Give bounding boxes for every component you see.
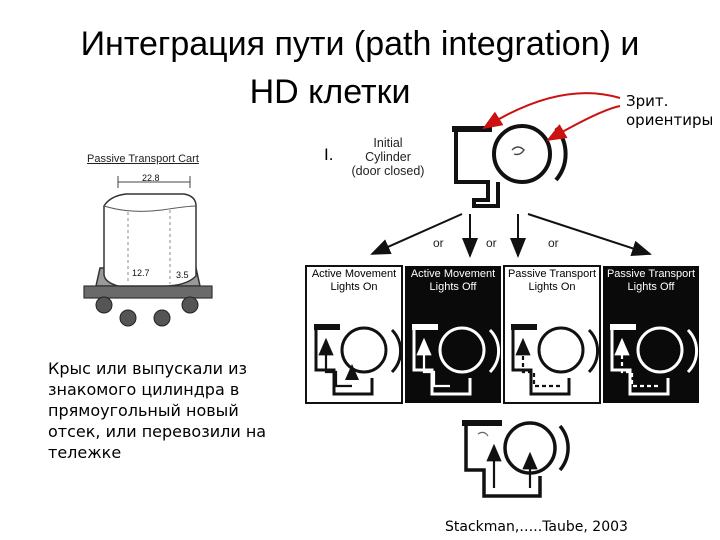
or-label-1: or	[433, 236, 444, 250]
wheel	[181, 296, 199, 314]
cart-title: Passive Transport Cart	[87, 153, 199, 165]
condition-label-1-line-2: Lights On	[330, 281, 378, 293]
wheel	[153, 309, 171, 327]
cart-dimension-height: 3.5	[176, 270, 189, 280]
initial-cylinder-line-1: Initial	[373, 136, 403, 150]
bottom-apparatus	[462, 420, 570, 498]
condition-label-1: Active Movement Lights On	[307, 268, 401, 294]
rectangle-compartment	[454, 132, 500, 208]
visual-landmarks-label: Зрит. ориентиры	[626, 92, 713, 130]
cylinder-cue-arc	[554, 126, 568, 182]
cart-dimension-width: 22.8	[142, 173, 160, 183]
initial-cylinder-label: Initial Cylinder (door closed)	[340, 136, 436, 178]
branch-arrow-1	[370, 213, 463, 255]
condition-label-4-line-2: Lights Off	[627, 281, 675, 293]
cylinder-circle	[492, 124, 552, 184]
initial-cylinder-line-2: Cylinder	[365, 150, 411, 164]
landmark-arrow-2	[546, 105, 621, 141]
slide-title-line-2: HD клетки	[249, 73, 411, 111]
landmark-arrow-1	[482, 92, 621, 130]
experiment-caption: Крыс или выпускали из знакомого цилиндра…	[48, 359, 267, 462]
condition-label-4: Passive Transport Lights Off	[604, 268, 698, 294]
condition-label-2: Active Movement Lights Off	[406, 268, 500, 294]
condition-label-4-line-1: Passive Transport	[606, 268, 696, 280]
rat-icon	[511, 146, 525, 156]
or-label-3: or	[548, 236, 559, 250]
branch-arrow-4	[527, 213, 652, 256]
slide-title-line-1: Интеграция пути (path integration) и	[80, 25, 640, 63]
condition-label-1-line-1: Active Movement	[311, 268, 397, 280]
visual-landmarks-line-2: ориентиры	[626, 111, 714, 129]
transport-cart	[83, 176, 213, 327]
condition-label-2-line-2: Lights Off	[429, 281, 477, 293]
cart-container	[103, 193, 197, 287]
condition-panel-2	[405, 266, 501, 403]
cart-dimension-depth: 12.7	[132, 268, 150, 278]
cue-card-top	[452, 126, 492, 132]
initial-cylinder-line-3: (door closed)	[351, 164, 425, 178]
initial-cylinder-apparatus	[452, 124, 568, 208]
container-rim	[103, 205, 197, 212]
wheel	[119, 309, 137, 327]
condition-label-3: Passive Transport Lights On	[505, 268, 599, 294]
wheel	[95, 296, 113, 314]
citation: Stackman,…..Taube, 2003	[445, 519, 628, 535]
condition-label-2-line-1: Active Movement	[410, 268, 496, 280]
condition-panel-4	[603, 266, 699, 403]
condition-panel-3	[503, 265, 601, 404]
or-label-2: or	[486, 236, 497, 250]
cart-base	[83, 285, 213, 299]
condition-label-3-line-1: Passive Transport	[507, 268, 597, 280]
roman-numeral-label: I.	[324, 145, 334, 164]
condition-panel-1	[305, 265, 403, 404]
condition-label-3-line-2: Lights On	[528, 281, 576, 293]
visual-landmarks-line-1: Зрит.	[626, 92, 669, 110]
